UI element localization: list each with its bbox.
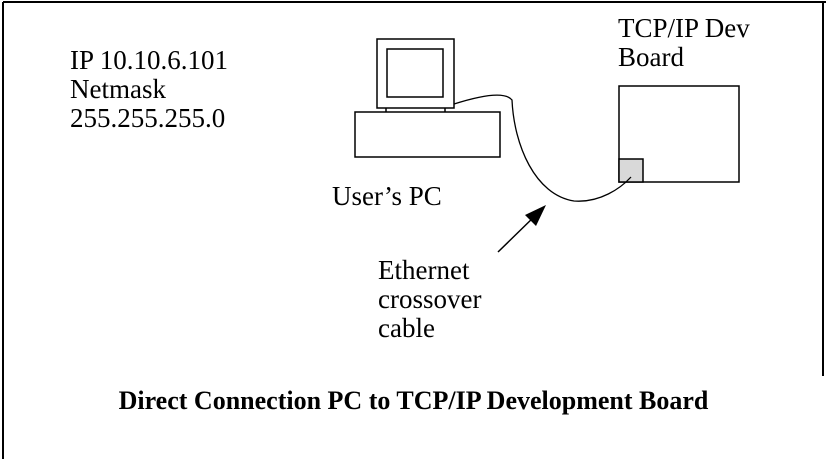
diagram-caption: Direct Connection PC to TCP/IP Developme… bbox=[118, 386, 709, 415]
board-label-line2: Board bbox=[618, 42, 684, 72]
board-label-line1: TCP/IP Dev bbox=[618, 13, 750, 43]
cable-pointer-arrowhead bbox=[525, 205, 546, 226]
cable-label-line2: crossover bbox=[378, 284, 482, 314]
netmask-value: 255.255.255.0 bbox=[70, 103, 226, 133]
ethernet-port-icon bbox=[618, 158, 644, 183]
netmask-label: Netmask bbox=[70, 74, 166, 104]
ip-address-text: IP 10.10.6.101 bbox=[70, 45, 229, 75]
pc-base-icon bbox=[354, 111, 501, 158]
cable-label-line3: cable bbox=[378, 313, 435, 343]
ethernet-cable bbox=[453, 94, 632, 202]
cable-label-line1: Ethernet bbox=[378, 255, 470, 285]
pc-label: User’s PC bbox=[332, 181, 442, 211]
pc-monitor-icon bbox=[376, 38, 455, 112]
